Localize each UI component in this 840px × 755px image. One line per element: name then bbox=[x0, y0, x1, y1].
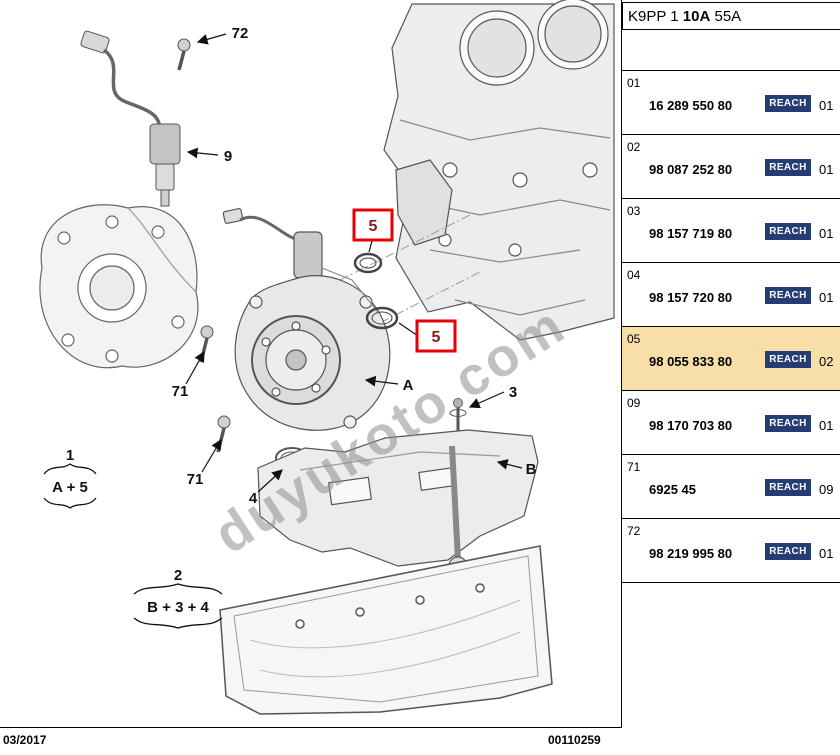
group-2-number: 2 bbox=[174, 567, 182, 584]
part-number: 98 087 252 80 bbox=[649, 162, 733, 177]
group-1-annotation: 1 A + 5 bbox=[43, 447, 97, 509]
callout-5b-label: 5 bbox=[432, 329, 441, 346]
part-number: 16 289 550 80 bbox=[649, 98, 733, 113]
label-71-upper: 71 bbox=[172, 383, 189, 400]
catalog-code-header: K9PP 1 10A 55A bbox=[622, 2, 840, 30]
label-3: 3 bbox=[509, 384, 517, 401]
item-number: 71 bbox=[627, 460, 641, 474]
group-2-formula: B + 3 + 4 bbox=[147, 599, 209, 616]
quantity: 09 bbox=[819, 482, 834, 497]
callout-5a-label: 5 bbox=[369, 218, 378, 235]
label-A: A bbox=[403, 377, 414, 394]
quantity: 01 bbox=[819, 226, 834, 241]
quantity: 01 bbox=[819, 290, 834, 305]
bolt-71-lower bbox=[216, 415, 231, 453]
reach-badge[interactable]: REACH bbox=[765, 415, 811, 432]
diagram-svg: duyukoto.com 72 9 71 71 A 3 B 4 bbox=[39, 0, 615, 715]
part-row[interactable]: 02 98 087 252 80 REACH 01 bbox=[622, 135, 840, 199]
engine-block bbox=[383, 0, 615, 341]
reach-badge[interactable]: REACH bbox=[765, 223, 811, 240]
part-row[interactable]: 71 6925 45 REACH 09 bbox=[622, 455, 840, 519]
label-4: 4 bbox=[249, 490, 258, 507]
part-row[interactable]: 04 98 157 720 80 REACH 01 bbox=[622, 263, 840, 327]
part-row[interactable]: 03 98 157 719 80 REACH 01 bbox=[622, 199, 840, 263]
reach-badge[interactable]: REACH bbox=[765, 287, 811, 304]
leader-lines bbox=[185, 33, 523, 493]
group-1-number: 1 bbox=[66, 447, 74, 464]
part-number: 98 157 720 80 bbox=[649, 290, 733, 305]
group-2-annotation: 2 B + 3 + 4 bbox=[133, 567, 223, 629]
label-72: 72 bbox=[232, 25, 249, 42]
timing-cover bbox=[39, 204, 199, 369]
quantity: 01 bbox=[819, 98, 834, 113]
o-rings-5 bbox=[353, 252, 399, 330]
windage-tray bbox=[257, 429, 539, 576]
callout-5b: 5 bbox=[415, 319, 457, 353]
part-number: 98 157 719 80 bbox=[649, 226, 733, 241]
part-row[interactable]: 72 98 219 995 80 REACH 01 bbox=[622, 519, 840, 583]
quantity: 01 bbox=[819, 546, 834, 561]
code-suffix: 55A bbox=[714, 8, 742, 25]
item-number: 03 bbox=[627, 204, 641, 218]
item-number: 01 bbox=[627, 76, 641, 90]
part-number: 98 170 703 80 bbox=[649, 418, 733, 433]
quantity: 01 bbox=[819, 418, 834, 433]
part-row[interactable]: 09 98 170 703 80 REACH 01 bbox=[622, 391, 840, 455]
parts-panel: K9PP 1 10A 55A 01 16 289 550 80 REACH 01… bbox=[622, 0, 840, 755]
item-number: 05 bbox=[627, 332, 641, 346]
diagram-footer: 03/2017 00110259 bbox=[0, 730, 622, 755]
part-number: 6925 45 bbox=[649, 482, 696, 497]
exploded-diagram: duyukoto.com 72 9 71 71 A 3 B 4 bbox=[0, 0, 622, 728]
label-71-lower: 71 bbox=[187, 471, 204, 488]
bolt-71-upper bbox=[199, 325, 214, 363]
part-row[interactable]: 05 98 055 833 80 REACH 02 bbox=[622, 327, 840, 391]
code-bold: 10A bbox=[682, 8, 711, 25]
callout-5a: 5 bbox=[352, 208, 394, 242]
item-number: 02 bbox=[627, 140, 641, 154]
reach-badge[interactable]: REACH bbox=[765, 479, 811, 496]
reach-badge[interactable]: REACH bbox=[765, 543, 811, 560]
parts-table: 01 16 289 550 80 REACH 01 02 98 087 252 … bbox=[622, 70, 840, 583]
reach-badge[interactable]: REACH bbox=[765, 159, 811, 176]
quantity: 01 bbox=[819, 162, 834, 177]
diagram-number: 00110259 bbox=[548, 733, 601, 747]
item-number: 04 bbox=[627, 268, 641, 282]
part-number: 98 055 833 80 bbox=[649, 354, 733, 369]
label-B: B bbox=[526, 461, 537, 478]
part-number: 98 219 995 80 bbox=[649, 546, 733, 561]
label-9: 9 bbox=[224, 148, 232, 165]
item-number: 72 bbox=[627, 524, 641, 538]
oil-pump bbox=[222, 208, 391, 431]
bolt-72 bbox=[177, 38, 191, 71]
item-number: 09 bbox=[627, 396, 641, 410]
diagram-date: 03/2017 bbox=[3, 733, 47, 747]
quantity: 02 bbox=[819, 354, 834, 369]
oil-sump-pan bbox=[219, 545, 553, 715]
code-prefix: K9PP 1 bbox=[628, 8, 679, 25]
reach-badge[interactable]: REACH bbox=[765, 95, 811, 112]
group-1-formula: A + 5 bbox=[52, 479, 88, 496]
reach-badge[interactable]: REACH bbox=[765, 351, 811, 368]
oil-sensor bbox=[80, 30, 181, 207]
part-row[interactable]: 01 16 289 550 80 REACH 01 bbox=[622, 71, 840, 135]
